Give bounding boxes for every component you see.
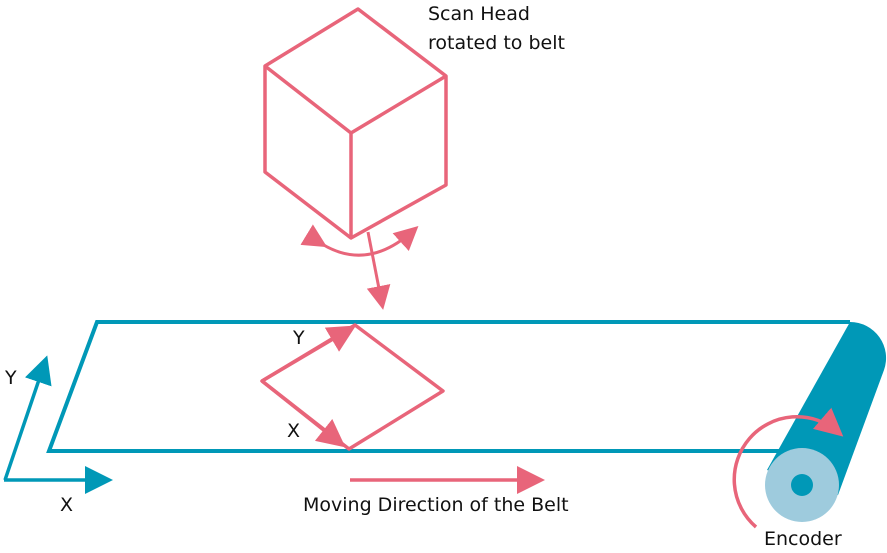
rotation-arrow [300, 224, 419, 257]
field-x-arrow [260, 379, 346, 448]
encoder-rotation-arrow [732, 407, 844, 529]
field-x-label: X [287, 420, 301, 442]
moving-direction-label: Moving Direction of the Belt [303, 494, 569, 516]
scan-direction-arrow [366, 231, 391, 310]
axis-x-label: X [60, 494, 74, 516]
axis-y-arrow [3, 355, 52, 481]
field-y-arrow [261, 325, 357, 383]
conveyor-belt [46, 320, 850, 453]
scan-head-label-line1: Scan Head [428, 3, 530, 25]
encoder-label: Encoder [764, 528, 842, 550]
encoder-hub [791, 474, 813, 496]
scan-head-label-line2: rotated to belt [428, 32, 565, 54]
axis-y-label: Y [5, 367, 17, 389]
scan-head-cube [263, 7, 448, 240]
field-y-label: Y [293, 327, 305, 349]
